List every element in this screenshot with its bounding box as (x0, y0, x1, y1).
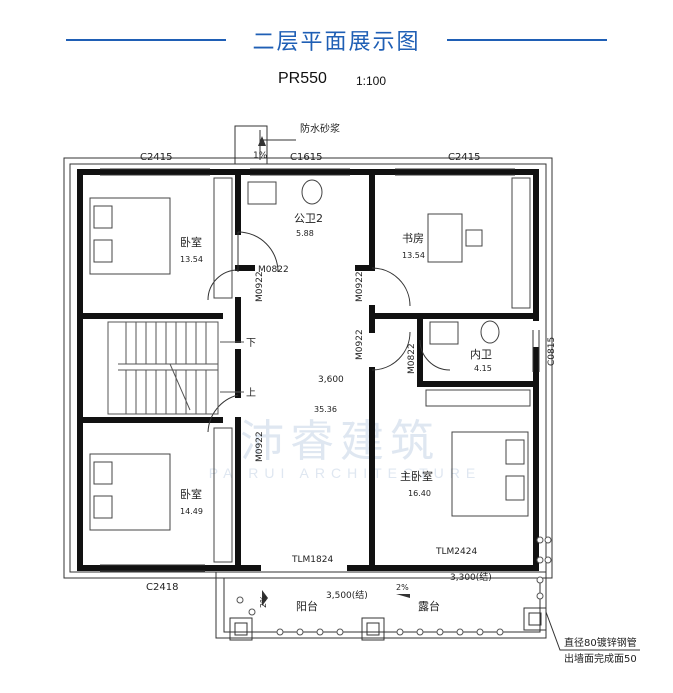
room-master-name: 主卧室 (400, 469, 433, 483)
note-line-1: 直径80镀锌钢管 (564, 636, 637, 649)
stair-down-label: 下 (246, 338, 256, 349)
room-bath-public-area: 5.88 (296, 229, 314, 238)
stair-treads (125, 322, 207, 414)
bed-nw (89, 197, 171, 275)
washbasin-2 (429, 321, 459, 345)
room-hall-area: 35.36 (314, 405, 337, 414)
door-m0922-c: M0922 (355, 329, 365, 360)
window-c0815: C0815 (547, 337, 557, 366)
label-waterproof: 防水砂浆 (300, 122, 340, 135)
page-title: 二层平面展示图 (252, 30, 421, 55)
study-desk (427, 213, 463, 263)
note-leader (545, 611, 640, 651)
room-bedroom-sw-area: 14.49 (180, 507, 203, 516)
walls (77, 169, 539, 571)
room-bath-inner-name: 内卫 (470, 347, 492, 361)
wardrobe-sw (213, 427, 233, 563)
slope-arrow-terrace (396, 594, 410, 598)
door-m0822-a: M0822 (258, 265, 289, 275)
furniture (89, 177, 531, 563)
window-c2418: C2418 (146, 582, 178, 593)
bed-master (451, 431, 529, 517)
watermark-cn: 沛睿建筑 (240, 416, 440, 467)
toilet-2 (480, 320, 500, 344)
room-bedroom-nw-name: 卧室 (180, 235, 202, 249)
window-c2415-left: C2415 (140, 152, 172, 163)
stair (107, 321, 244, 415)
room-master-area: 16.40 (408, 489, 431, 498)
room-study-area: 13.54 (402, 251, 425, 260)
bookshelf (511, 177, 531, 309)
room-bedroom-sw-name: 卧室 (180, 487, 202, 501)
window-c1615: C1615 (290, 152, 322, 163)
balcony-dim: 3,500(结) (326, 589, 368, 601)
title-rule-right (447, 39, 607, 41)
door-m0922-b: M0922 (355, 271, 365, 302)
terrace-name: 露台 (418, 599, 440, 613)
room-hall-width: 3,600 (318, 375, 344, 385)
door-m0922-d: M0922 (255, 431, 265, 462)
slope-left: 2% (259, 595, 268, 608)
plan-scale: 1:100 (356, 74, 387, 88)
slope-arrow-left (262, 590, 268, 606)
bed-sw (89, 453, 171, 531)
door-tlm2424: TLM2424 (435, 547, 477, 557)
parapet (215, 571, 547, 639)
wardrobe-nw (213, 177, 233, 299)
plan-code: PR550 (278, 70, 327, 87)
watermark-en: PAIRUI ARCHITECTURE (208, 465, 482, 481)
room-study-name: 书房 (402, 232, 424, 245)
slope-terrace: 2% (396, 583, 409, 592)
roof-outlet (234, 125, 268, 165)
columns (229, 607, 547, 641)
door-m0922-a: M0922 (255, 271, 265, 302)
title-rule-left (66, 39, 226, 41)
terrace-dim: 3,300(结) (450, 571, 492, 583)
door-swings (207, 231, 451, 433)
room-bath-inner-area: 4.15 (474, 364, 492, 373)
room-bath-public-name: 公卫2 (294, 212, 323, 225)
toilet-1 (301, 179, 323, 205)
balcony-name: 阳台 (296, 599, 318, 613)
door-m0822-b: M0822 (407, 343, 417, 374)
windows (100, 168, 540, 572)
balusters (236, 536, 552, 636)
door-tlm1824: TLM1824 (291, 555, 333, 565)
label-slope-roof: 1% (253, 151, 268, 161)
washbasin-1 (247, 181, 277, 205)
wardrobe-master (425, 389, 531, 407)
stair-up-label: 上 (246, 387, 256, 399)
note-line-2: 出墙面完成面50 (564, 652, 637, 665)
room-bedroom-nw-area: 13.54 (180, 255, 203, 264)
window-c2415-right: C2415 (448, 152, 480, 163)
